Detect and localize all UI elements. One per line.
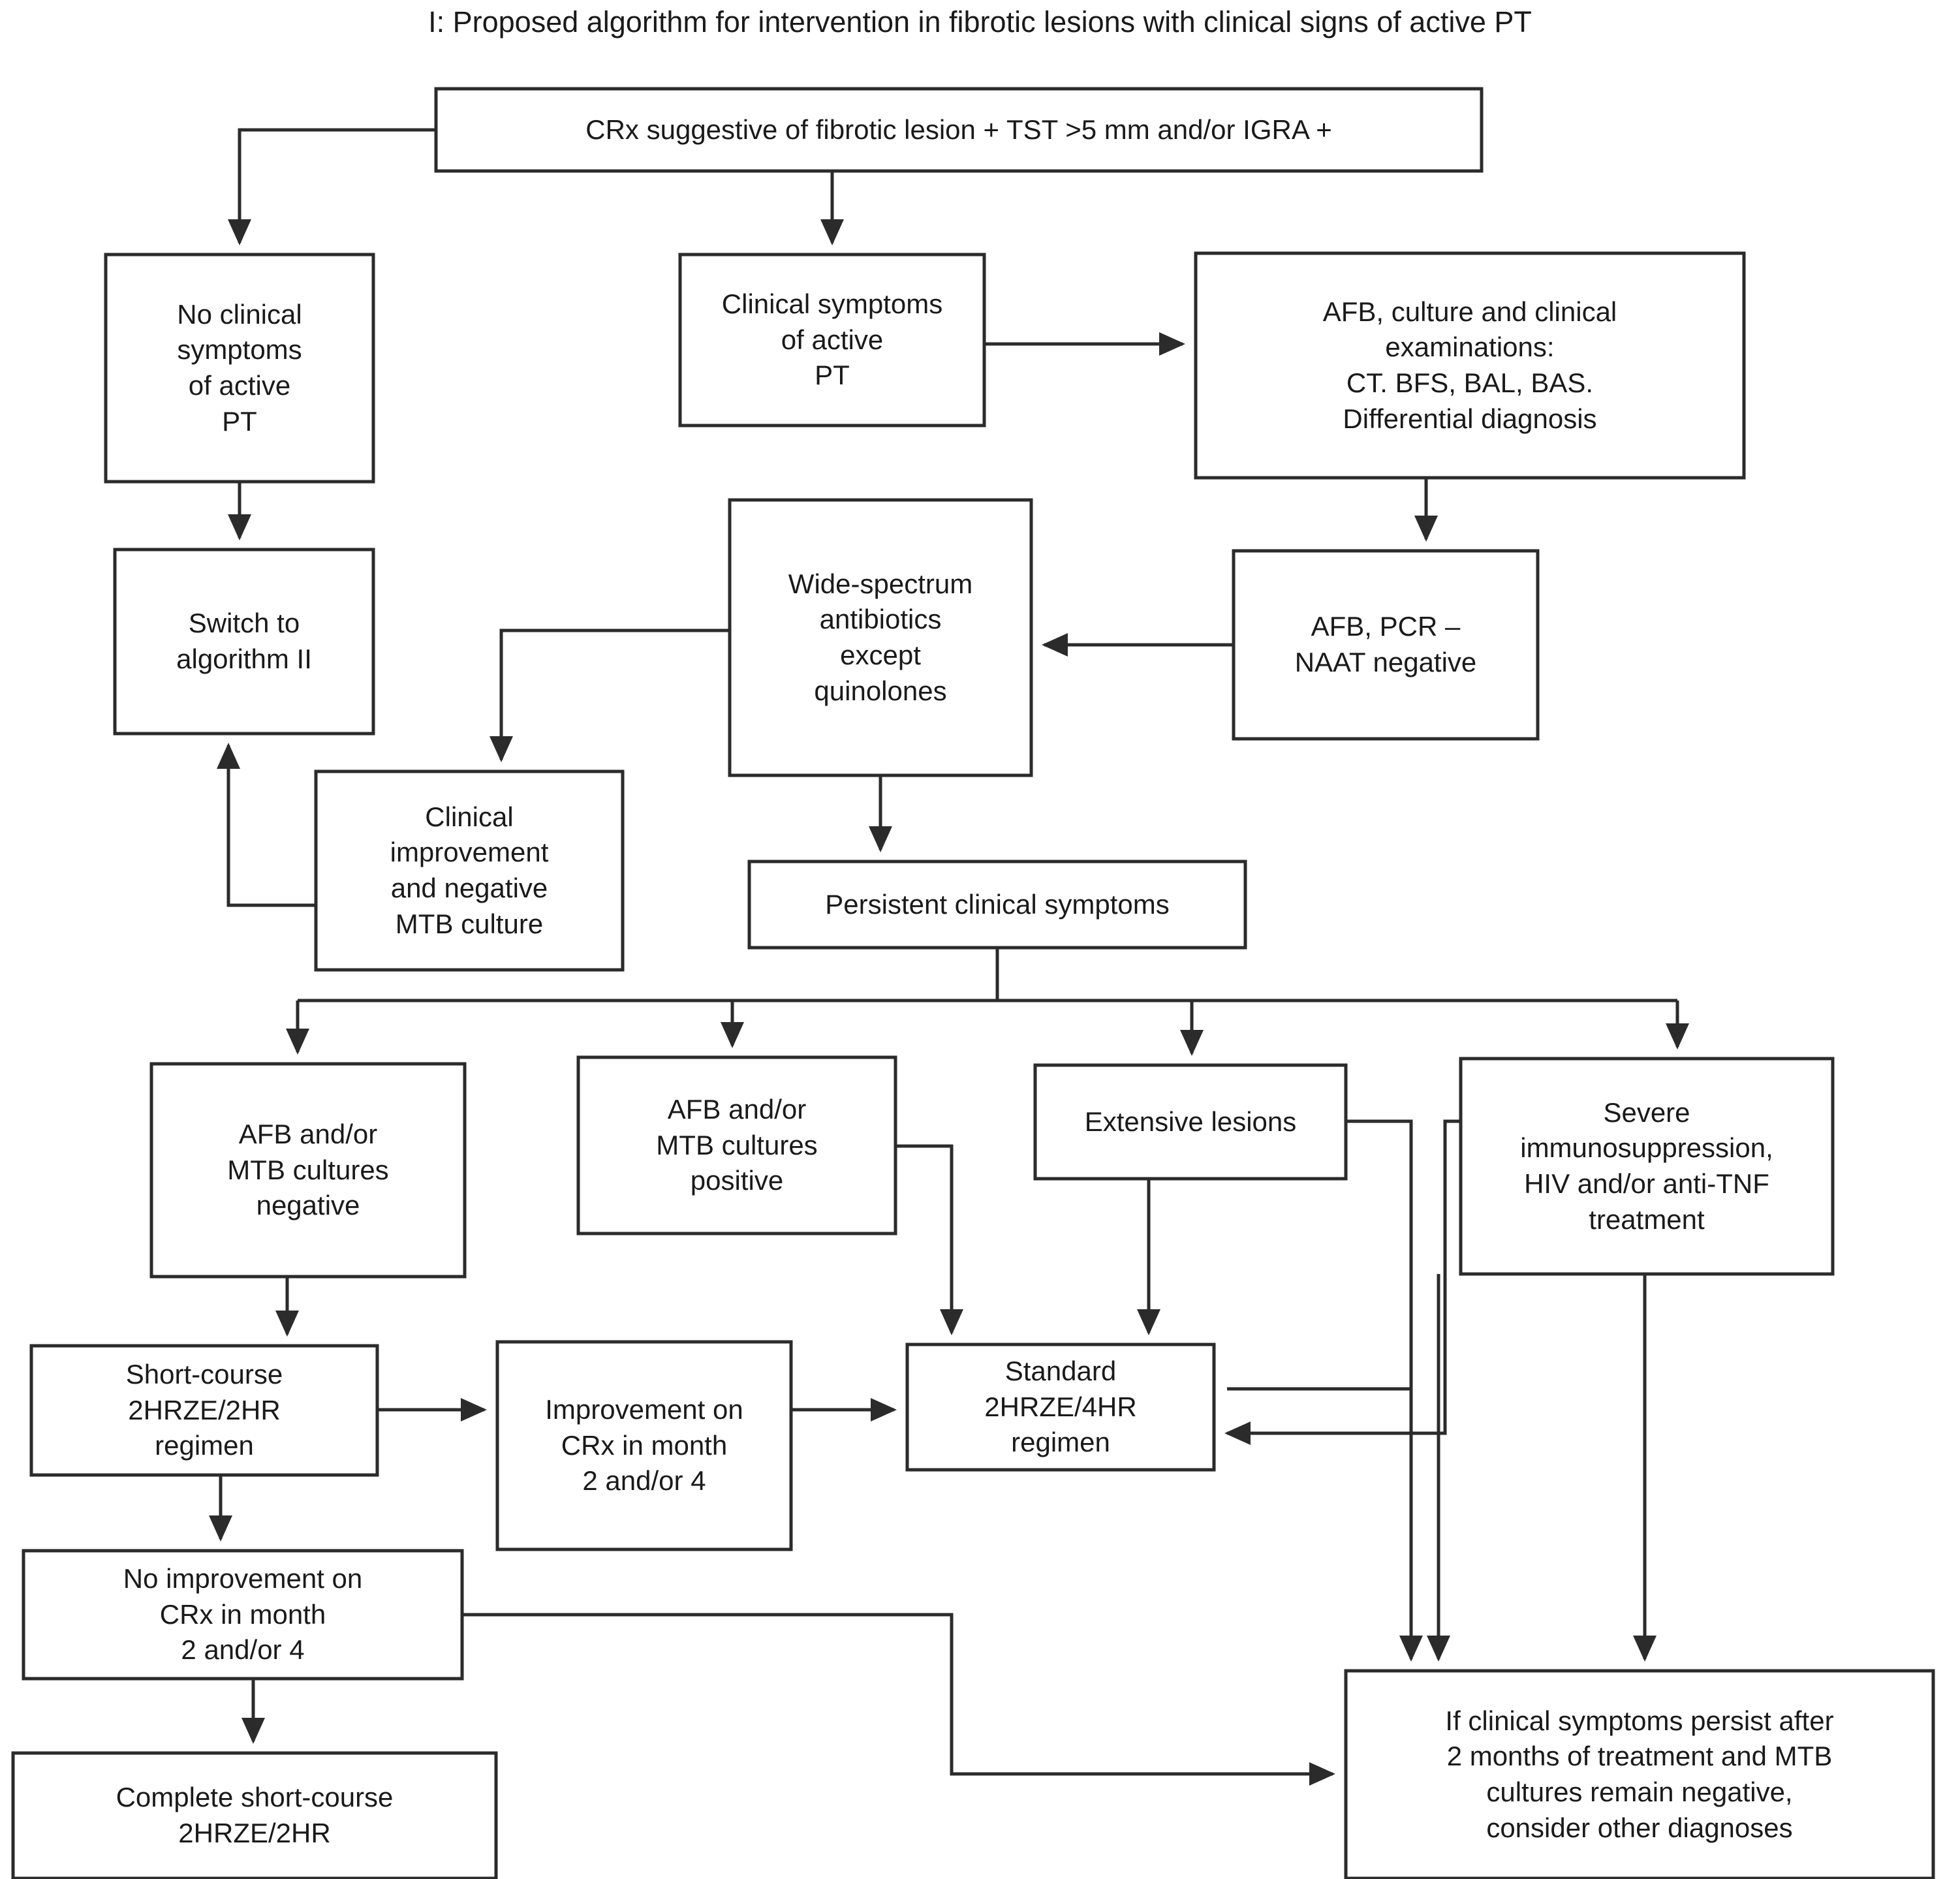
- node-box-afb_pcr[interactable]: [1232, 549, 1540, 741]
- connectors: [208, 128, 1689, 1786]
- node-box-afb_culture[interactable]: [1194, 251, 1746, 480]
- node-box-persist_2m[interactable]: [1344, 1669, 1935, 1879]
- edge-wide-spectrum-to-clin-improve: [489, 629, 730, 763]
- node-box-switch_alg2[interactable]: [113, 548, 375, 736]
- node-box-improve_crx[interactable]: [495, 1340, 793, 1551]
- node-box-no_improve[interactable]: [22, 1549, 464, 1681]
- edge-crx-to-no-symptoms: [227, 128, 436, 246]
- node-box-wide_spectrum[interactable]: [728, 498, 1033, 777]
- edge-extensive-right-to-standard: [1227, 1119, 1413, 1391]
- edge-clin-improve-to-switch: [217, 742, 316, 907]
- node-boxes: [11, 87, 1935, 1879]
- edge-severe-immuno-to-standard: [1224, 1119, 1461, 1445]
- node-box-complete_sc[interactable]: [11, 1751, 498, 1879]
- node-box-afb_pos[interactable]: [576, 1055, 897, 1235]
- node-box-clin_improve[interactable]: [314, 769, 625, 972]
- node-box-crx[interactable]: [434, 87, 1484, 173]
- edge-no-improve-to-persist-2m: [462, 1613, 1336, 1786]
- node-box-clin_symptoms[interactable]: [678, 253, 986, 427]
- node-box-persistent[interactable]: [747, 860, 1247, 950]
- figure-title: I: Proposed algorithm for intervention i…: [428, 5, 1532, 39]
- node-box-extensive[interactable]: [1033, 1063, 1348, 1181]
- edge-afb-pos-to-standard: [895, 1144, 963, 1336]
- node-box-short_course[interactable]: [29, 1344, 379, 1477]
- node-box-afb_neg[interactable]: [149, 1062, 467, 1279]
- node-box-standard_reg[interactable]: [905, 1343, 1216, 1472]
- node-box-no_symptoms[interactable]: [104, 253, 375, 484]
- node-box-severe_immuno[interactable]: [1459, 1057, 1835, 1276]
